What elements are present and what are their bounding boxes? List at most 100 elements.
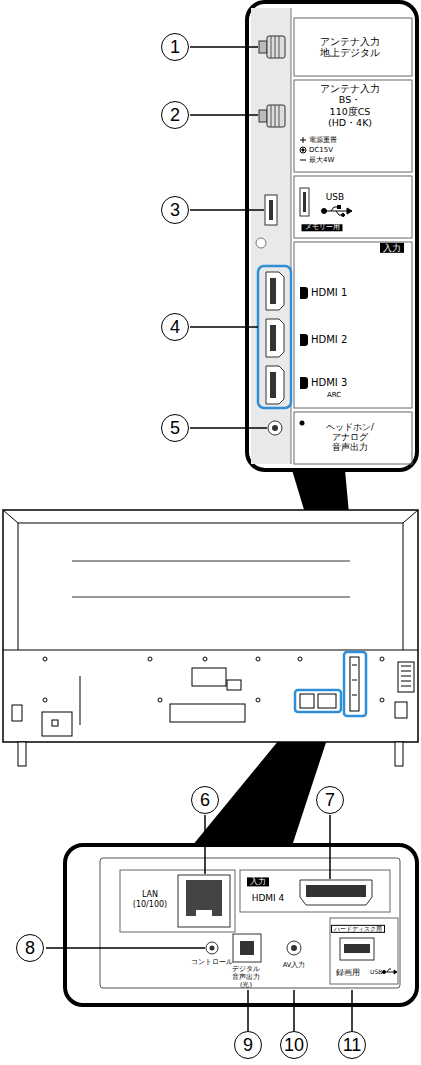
coax-connector	[267, 36, 285, 58]
tv-back	[192, 668, 226, 686]
headphone-jack	[268, 421, 305, 436]
highlight-bracket	[295, 690, 341, 712]
coax-connector	[259, 110, 267, 122]
lan-port	[178, 875, 230, 927]
highlight-bracket	[258, 266, 291, 408]
tv-back	[148, 657, 152, 661]
callout-number: 4	[161, 313, 189, 341]
port-label: USB	[370, 968, 382, 975]
tv-back	[401, 666, 411, 667]
tv-back	[401, 681, 411, 682]
label-box: ハードディスク用	[331, 925, 385, 933]
optical-port	[240, 941, 254, 955]
highlight-bracket	[350, 657, 359, 711]
usb-port	[344, 944, 370, 953]
side-panel	[247, 2, 417, 470]
tv-back	[227, 680, 241, 690]
highlight-bracket	[300, 694, 314, 708]
port-label: ヘッドホン/ アナログ 音声出力	[326, 422, 374, 453]
port-label: AV入力	[283, 962, 305, 970]
coax-connector	[275, 105, 276, 127]
hdmi-port	[300, 880, 372, 905]
lan-port	[196, 910, 212, 916]
tv-back	[158, 698, 162, 702]
optical-port	[233, 934, 261, 962]
control-jack	[206, 942, 218, 954]
tv-back	[380, 657, 384, 661]
polarity-symbol	[303, 137, 304, 143]
tv-back	[3, 510, 18, 650]
hdmi-port	[270, 325, 276, 351]
tv-back	[18, 742, 26, 766]
highlight-bracket	[352, 665, 357, 666]
hdmi-logo	[300, 377, 308, 389]
headphone-jack	[272, 425, 278, 431]
tv-back	[18, 523, 403, 524]
label-frame	[294, 242, 412, 408]
callout-number: 8	[16, 934, 44, 962]
usb-port	[269, 200, 273, 220]
hdmi-port	[270, 278, 276, 304]
usb-port	[340, 938, 374, 960]
leader-line	[190, 47, 267, 428]
port-label: LAN (10/100)	[133, 890, 167, 909]
tv-back	[72, 597, 350, 598]
tv-back	[395, 742, 403, 766]
control-jack	[210, 946, 215, 951]
tv-back	[298, 657, 302, 661]
port-label: DC15V	[309, 146, 333, 154]
tv-back	[401, 676, 411, 677]
hdmi-port	[266, 272, 284, 404]
usb-port	[340, 938, 374, 960]
av-jack	[287, 941, 301, 955]
port-label: アンテナ入力 BS・110度CS (HD・4K)	[320, 83, 380, 129]
hdmi-port	[300, 880, 372, 905]
tv-back	[401, 671, 411, 672]
control-jack	[206, 942, 218, 954]
usb-symbol	[382, 969, 397, 974]
tv-back	[380, 698, 384, 702]
hdmi-logo	[300, 287, 308, 389]
usb-port	[265, 195, 277, 225]
leader-line	[329, 815, 331, 879]
port-label: HDMI 4	[252, 893, 285, 904]
callout-number: 7	[316, 786, 344, 814]
coax-connector	[279, 36, 280, 58]
highlight-bracket	[295, 652, 366, 716]
callout-number: 10	[280, 1031, 308, 1059]
callout-number: 9	[234, 1031, 262, 1059]
label-tag: 入力	[380, 243, 404, 253]
coax-connector	[279, 105, 280, 127]
leader-line	[247, 990, 249, 1031]
tv-back	[80, 676, 81, 725]
usb-port	[265, 188, 309, 225]
usb-symbol	[338, 206, 341, 209]
highlight-bracket	[344, 652, 366, 716]
callout-number: 5	[161, 414, 189, 442]
tv-back	[401, 686, 411, 687]
coax-connector	[275, 36, 276, 58]
tv-back	[256, 698, 260, 702]
usb-port	[300, 188, 309, 216]
hdmi-port	[266, 319, 284, 357]
tv-back	[403, 510, 418, 650]
hdmi-logo	[300, 334, 308, 346]
leader-line	[351, 990, 353, 1031]
label-frame	[294, 412, 412, 464]
port-label: HDMI 1	[311, 287, 347, 299]
highlight-bracket	[318, 694, 336, 708]
leader-line	[46, 815, 352, 1031]
port-label: デジタル 音声出力(光)	[232, 966, 260, 989]
side-panel	[256, 238, 266, 248]
leader-line	[293, 990, 295, 1031]
leader-line	[46, 947, 205, 949]
hdmi-port	[270, 372, 276, 398]
bottom-panel	[65, 845, 417, 1005]
av-jack	[287, 941, 301, 955]
polarity-symbol	[300, 147, 306, 153]
hdmi-port	[306, 885, 366, 897]
leader-line	[190, 427, 267, 429]
highlight-bracket	[352, 680, 357, 681]
label-frame	[330, 918, 398, 984]
